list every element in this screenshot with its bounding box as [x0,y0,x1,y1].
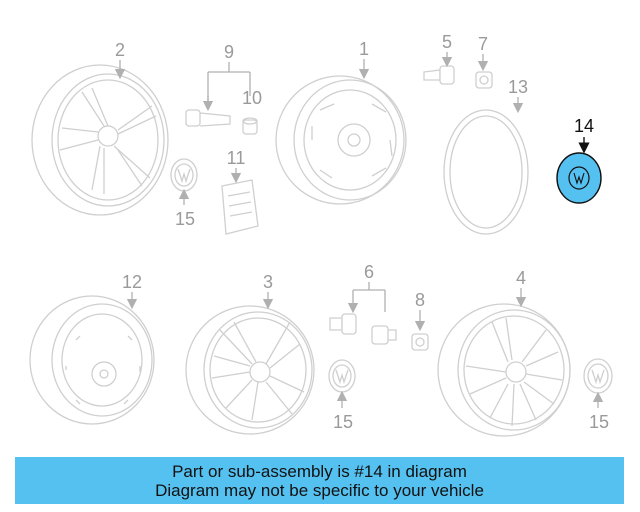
part-7-nut-cap[interactable] [475,71,493,89]
callout-10: 10 [242,88,262,108]
part-15-emblem-right[interactable] [583,358,613,394]
banner-line-2: Diagram may not be specific to your vehi… [155,480,484,500]
callout-1: 1 [359,39,369,59]
part-13-trim-ring[interactable] [443,109,529,235]
info-banner: Part or sub-assembly is #14 in diagram D… [15,457,624,504]
callout-15-top: 15 [175,209,195,229]
callout-15-right: 15 [589,412,609,432]
part-15-emblem-top[interactable] [170,158,198,192]
callout-14: 14 [574,116,594,136]
part-15-emblem-middle[interactable] [328,359,356,393]
part-2-alloy-wheel[interactable] [31,64,169,216]
part-8-nut-cap[interactable] [411,333,429,351]
part-1-steel-wheel[interactable] [275,75,407,205]
callout-15-middle: 15 [333,412,353,432]
callout-3: 3 [263,272,273,292]
part-10-bolt-cap[interactable] [242,117,258,135]
part-14-center-cap-highlighted[interactable] [556,152,602,204]
callout-2: 2 [115,40,125,60]
callout-8: 8 [415,290,425,310]
part-11-sticker-pack[interactable] [221,179,259,235]
part-12-steel-wheel[interactable] [29,295,155,425]
part-5-lug-bolt[interactable] [423,65,455,85]
callout-12: 12 [122,272,142,292]
banner-line-1: Part or sub-assembly is #14 in diagram [172,461,467,481]
part-9-wheel-bolt[interactable] [185,109,231,127]
part-3-alloy-wheel[interactable] [185,305,315,435]
part-6-lug-bolts[interactable] [329,313,397,345]
part-4-alloy-wheel[interactable] [437,303,571,437]
callout-6: 6 [364,262,374,282]
callout-4: 4 [516,268,526,288]
callout-7: 7 [478,34,488,54]
callout-5: 5 [442,32,452,52]
callout-13: 13 [508,77,528,97]
callout-11: 11 [227,148,246,168]
callout-9: 9 [224,42,234,62]
